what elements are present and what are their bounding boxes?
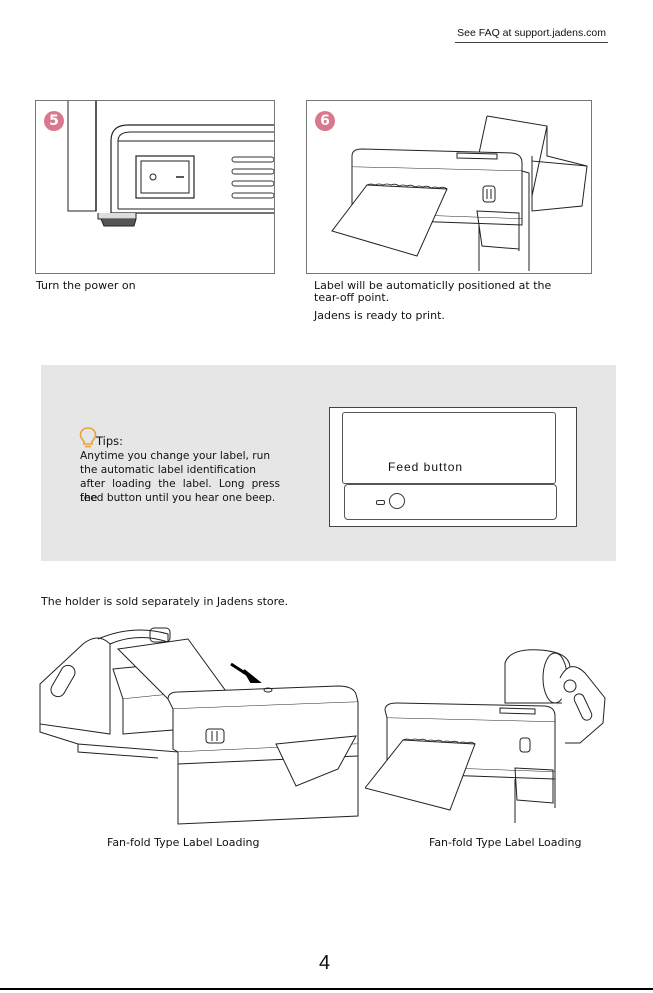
step-5-caption: Turn the power on bbox=[36, 279, 136, 292]
tips-title: Tips: bbox=[96, 434, 124, 448]
tips-line-4: feed button until you hear one beep. bbox=[80, 492, 276, 504]
tips-line-1: Anytime you change your label, run bbox=[80, 450, 271, 462]
illustration-caption-right: Fan-fold Type Label Loading bbox=[429, 836, 582, 849]
feed-button-label: Feed button bbox=[388, 460, 464, 474]
faq-underline bbox=[455, 42, 608, 43]
step-number-5: 5 bbox=[44, 111, 64, 131]
printer-with-holder-drawing bbox=[39, 627, 359, 825]
bottom-rule bbox=[0, 988, 653, 990]
step-number-6: 6 bbox=[315, 111, 335, 131]
feed-button-housing bbox=[344, 484, 557, 520]
printer-with-roll-drawing bbox=[365, 649, 606, 823]
faq-link[interactable]: See FAQ at support.jadens.com bbox=[457, 27, 606, 39]
holder-loading-illustration-right bbox=[365, 648, 607, 828]
step-5-illustration: 5 bbox=[35, 100, 275, 274]
power-switch-drawing bbox=[67, 101, 274, 227]
holder-loading-illustration-left bbox=[38, 624, 360, 834]
holder-note: The holder is sold separately in Jadens … bbox=[41, 595, 289, 608]
led-indicator-icon bbox=[376, 500, 385, 505]
feed-button-diagram: Feed button bbox=[329, 407, 577, 527]
step-6-caption-line-1: Label will be automaticlly positioned at… bbox=[314, 279, 552, 292]
step-6-illustration: 6 bbox=[306, 100, 592, 274]
page-number: 4 bbox=[319, 952, 331, 974]
illustration-caption-left: Fan-fold Type Label Loading bbox=[107, 836, 260, 849]
feed-button-icon[interactable] bbox=[389, 493, 405, 509]
tips-panel: Tips: Anytime you change your label, run… bbox=[41, 365, 616, 561]
feed-display-frame bbox=[342, 412, 556, 484]
printer-label-drawing bbox=[331, 115, 588, 271]
step-6-caption-line-2: tear-off point. bbox=[314, 291, 390, 304]
lightbulb-icon bbox=[79, 427, 97, 448]
tips-line-3: after loading the label. Long press the bbox=[80, 478, 280, 504]
tips-line-2: the automatic label identification bbox=[80, 464, 256, 476]
step-6-caption-line-3: Jadens is ready to print. bbox=[314, 309, 445, 322]
